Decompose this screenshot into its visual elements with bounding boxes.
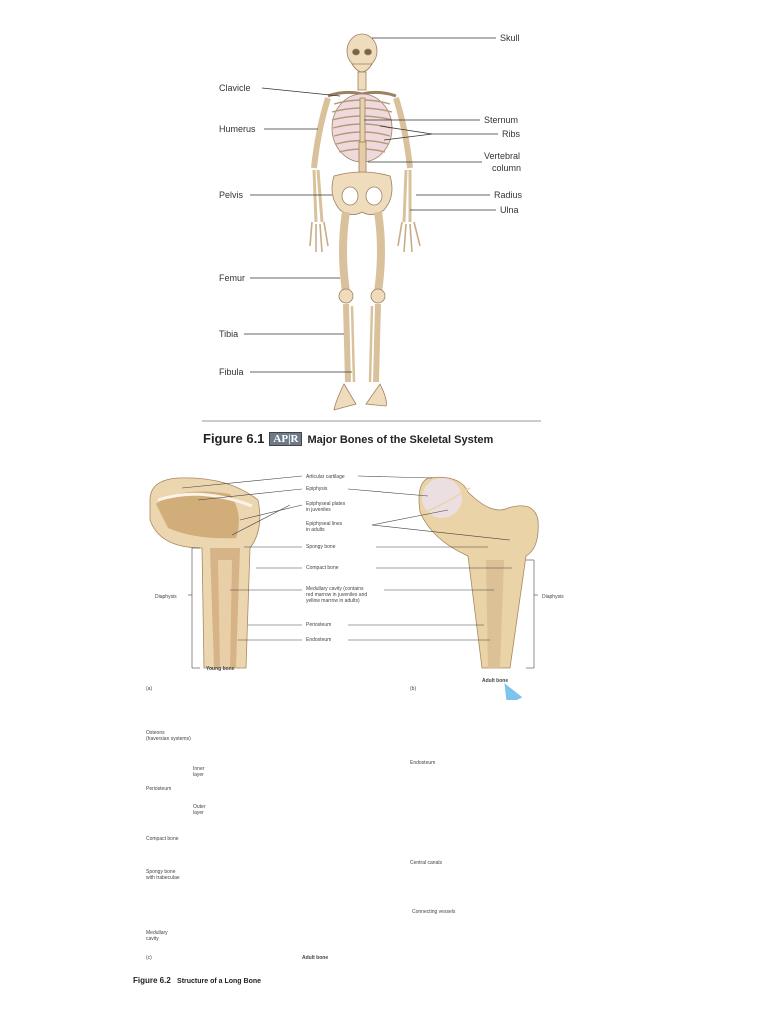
label-panel-c: (c) (146, 955, 152, 961)
label-epiphysis: Epiphysis (306, 486, 328, 492)
label-inner-layer-2: layer (193, 772, 204, 778)
label-compact-bone: Compact bone (306, 565, 339, 571)
label-ulna: Ulna (500, 205, 519, 215)
label-epiphyseal-plates-2: in juveniles (306, 507, 331, 513)
label-ribs: Ribs (502, 129, 521, 139)
figure1-number: Figure 6.1 (203, 431, 265, 446)
label-vertebral: Vertebral (484, 151, 521, 161)
label-epiphyseal-plates: Epiphyseal plates (306, 501, 346, 507)
label-epiphyseal-lines-2: in adults (306, 527, 325, 533)
label-periosteum: Periosteum (306, 622, 332, 628)
label-medullary-cavity-3: yellow marrow in adults) (306, 598, 360, 604)
figure1-title: Major Bones of the Skeletal System (307, 434, 494, 446)
label-spongy-trabeculae-2: with trabeculae (146, 875, 180, 881)
label-medullary-cavity: Medullary cavity (contains (306, 586, 364, 592)
label-endosteum: Endosteum (306, 637, 332, 643)
label-epiphyseal-lines: Epiphyseal lines (306, 521, 343, 527)
figure2-number: Figure 6.2 (133, 976, 171, 985)
label-fibula: Fibula (219, 367, 244, 377)
label-central-canals: Central canals (410, 860, 442, 866)
label-adult-bone-b: Adult bone (482, 678, 509, 684)
label-femur: Femur (219, 273, 246, 283)
label-connecting-vessels: Connecting vessels (412, 909, 456, 915)
label-column: column (492, 163, 522, 173)
label-inner-layer: Inner (193, 766, 205, 772)
label-spongy-trabeculae: Spongy bone (146, 869, 176, 875)
adult-bone-shape (418, 476, 539, 669)
label-panel-a: (a) (146, 686, 153, 692)
label-osteons-2: (haversian systems) (146, 736, 191, 742)
figure2-caption: Figure 6.2 Structure of a Long Bone (133, 976, 261, 985)
label-medullary-c-2: cavity (146, 936, 159, 942)
figure2-title: Structure of a Long Bone (177, 978, 262, 985)
label-medullary-cavity-2: red marrow in juveniles and (306, 592, 368, 598)
label-skull: Skull (500, 33, 520, 43)
label-outer-layer-2: layer (193, 810, 204, 816)
label-humerus: Humerus (219, 124, 256, 134)
label-medullary-c: Medullary (146, 930, 168, 936)
label-panel-b: (b) (410, 686, 417, 692)
label-young-bone: Young bone (206, 666, 235, 672)
label-tibia: Tibia (219, 329, 239, 339)
label-osteons: Osteons (146, 730, 165, 736)
label-diaphysis-right: Diaphysis (542, 594, 564, 600)
label-pelvis: Pelvis (219, 190, 244, 200)
label-outer-layer: Outer (193, 804, 206, 810)
label-adult-bone-c: Adult bone (302, 955, 329, 961)
label-clavicle: Clavicle (219, 83, 251, 93)
figure1-caption: Figure 6.1 AP|R Major Bones of the Skeleta… (203, 431, 493, 446)
label-endosteum-c: Endosteum (410, 760, 436, 766)
young-bone-shape (149, 477, 261, 669)
apr-badge: AP|R (269, 432, 303, 446)
skeleton-figure (202, 33, 541, 422)
label-spongy-bone: Spongy bone (306, 544, 336, 550)
label-radius: Radius (494, 190, 523, 200)
long-bone-ab-figure (149, 475, 539, 700)
label-diaphysis-left: Diaphysis (155, 594, 177, 600)
label-compact-bone-c: Compact bone (146, 836, 179, 842)
label-periosteum-c: Periosteum (146, 786, 172, 792)
label-articular-cartilage: Articular cartilage (306, 474, 345, 480)
label-sternum: Sternum (484, 115, 519, 125)
